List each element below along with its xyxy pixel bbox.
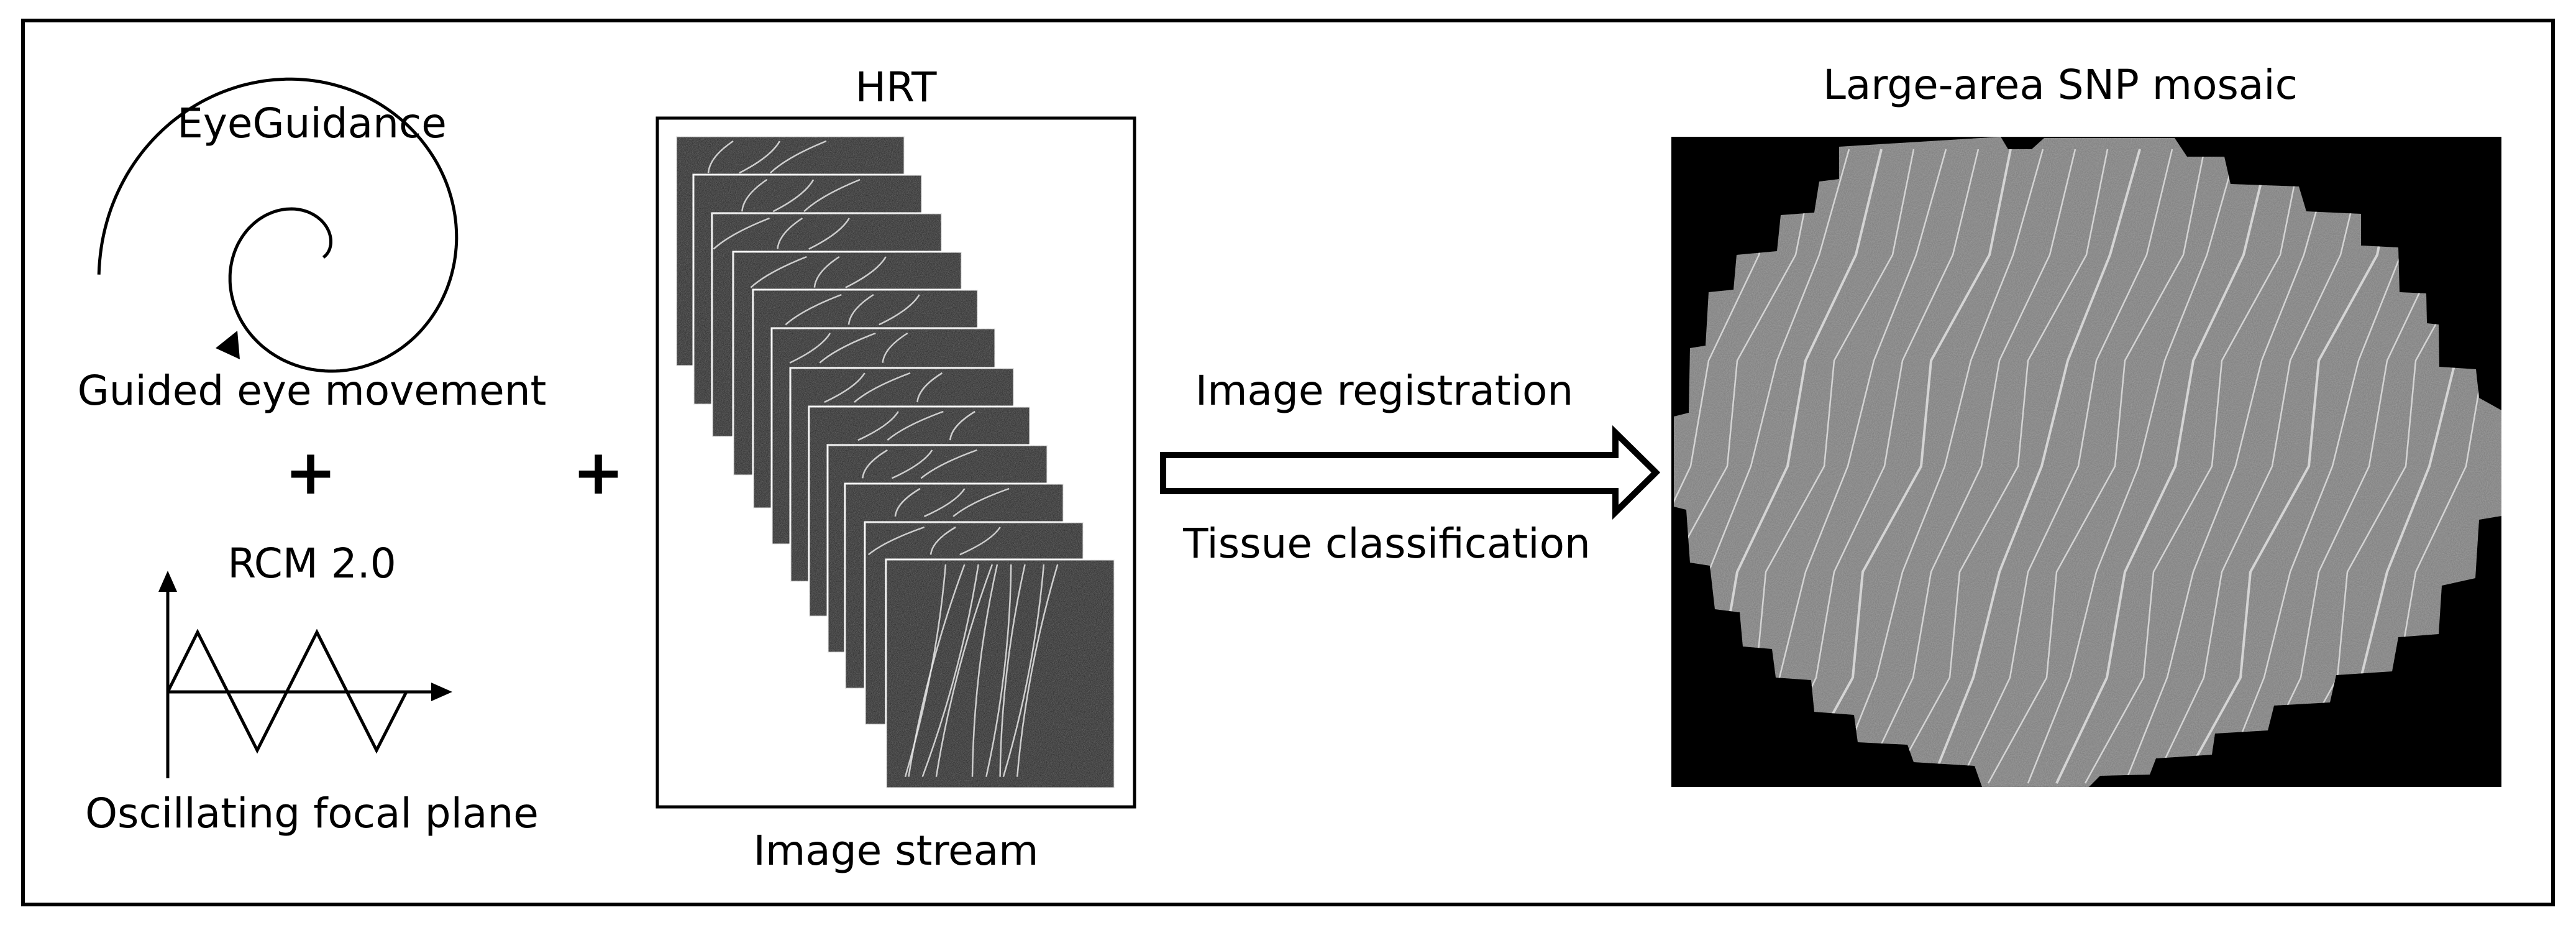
nerve-fiber bbox=[1793, 149, 2012, 784]
nerve-fiber bbox=[929, 526, 956, 555]
nerve-fiber bbox=[2027, 149, 2238, 784]
nerve-fiber bbox=[2181, 149, 2400, 784]
process-arrow bbox=[1160, 425, 1661, 520]
plus-sign-left: + bbox=[285, 436, 337, 509]
plus-sign-middle: + bbox=[572, 436, 624, 509]
nerve-fiber bbox=[772, 179, 815, 213]
vertical-axis-arrowhead bbox=[158, 571, 177, 592]
nerve-fiber bbox=[935, 564, 993, 777]
nerve-fiber bbox=[985, 564, 1012, 777]
nerve-fiber bbox=[879, 294, 920, 326]
image-stream-caption: Image stream bbox=[753, 827, 1039, 875]
nerve-fiber bbox=[920, 449, 977, 479]
nerve-fiber bbox=[867, 526, 925, 556]
nerve-fiber bbox=[923, 488, 966, 517]
image-stream-box bbox=[655, 116, 1136, 809]
nerve-fiber bbox=[999, 564, 1026, 777]
nerve-fiber bbox=[854, 372, 911, 403]
triangle-wave bbox=[166, 628, 408, 754]
nerve-fiber bbox=[891, 449, 933, 479]
nerve-fiber bbox=[862, 449, 888, 479]
nerve-fiber bbox=[845, 256, 887, 288]
nerve-fiber bbox=[2152, 149, 2367, 784]
outer-frame bbox=[21, 19, 2555, 906]
nerve-fiber bbox=[921, 564, 979, 778]
nerve-fiber bbox=[1958, 149, 2173, 784]
nerve-fiber bbox=[713, 217, 770, 250]
nerve-fiber bbox=[1674, 149, 1786, 784]
nerve-fiber bbox=[769, 140, 827, 174]
nerve-fiber bbox=[1987, 149, 2206, 784]
nerve-fiber bbox=[2055, 149, 2270, 784]
nerve-fiber bbox=[808, 218, 850, 250]
nerve-fiber bbox=[887, 410, 944, 441]
nerve-fiber bbox=[949, 410, 975, 441]
nerve-fiber bbox=[813, 255, 840, 288]
nerve-fiber bbox=[971, 564, 998, 777]
nerve-fiber bbox=[707, 140, 734, 173]
eyeguidance-title: EyeGuidance bbox=[177, 99, 447, 147]
nerve-fiber bbox=[1674, 149, 1818, 784]
nerve-fiber bbox=[739, 140, 780, 174]
mosaic-texture bbox=[1674, 137, 2501, 787]
nerve-fiber bbox=[741, 178, 767, 212]
nerve-fiber bbox=[750, 255, 807, 288]
nerve-fiber bbox=[803, 178, 861, 213]
nerve-fiber bbox=[1002, 564, 1045, 777]
nerve-fiber bbox=[916, 372, 943, 403]
image-frame-stack bbox=[675, 135, 1116, 789]
tissue-classification-label: Tissue classification bbox=[1183, 520, 1591, 568]
image-registration-label: Image registration bbox=[1195, 367, 1574, 415]
oscillation-plot-icon bbox=[158, 571, 452, 778]
snp-mosaic-image bbox=[1671, 137, 2501, 787]
nerve-fiber bbox=[952, 487, 1010, 517]
nerve-fiber bbox=[894, 487, 921, 517]
nerve-fiber bbox=[819, 332, 876, 364]
spiral-caption: Guided eye movement bbox=[77, 367, 547, 415]
hrt-title: HRT bbox=[855, 63, 937, 111]
spiral-icon bbox=[97, 77, 459, 373]
nerve-fiber bbox=[824, 372, 866, 403]
rcm-title: RCM 2.0 bbox=[227, 540, 396, 587]
nerve-fiber bbox=[857, 411, 899, 441]
nerve-fiber bbox=[789, 333, 831, 364]
nerve-fiber bbox=[1736, 149, 1947, 784]
nerve-fiber bbox=[847, 293, 874, 325]
nerve-fiber bbox=[1016, 564, 1059, 777]
wave-caption: Oscillating focal plane bbox=[85, 789, 539, 837]
nerve-fiber bbox=[2124, 149, 2335, 784]
nerve-fiber bbox=[1833, 149, 2044, 784]
mosaic-title: Large-area SNP mosaic bbox=[1823, 61, 2298, 109]
nerve-fiber bbox=[1890, 149, 2109, 784]
nerve-fiber bbox=[785, 293, 842, 326]
nerve-fiber bbox=[2084, 149, 2303, 784]
spiral-arrowhead bbox=[216, 331, 240, 359]
horizontal-axis-arrowhead bbox=[431, 683, 452, 701]
nerve-fiber bbox=[959, 527, 1001, 556]
nerve-fiber bbox=[904, 564, 947, 777]
nerve-fiber bbox=[1861, 149, 2076, 784]
nerve-fiber bbox=[882, 332, 908, 363]
nerve-fiber bbox=[777, 217, 803, 249]
nerve-fiber bbox=[1765, 149, 1980, 784]
nerve-fiber bbox=[1930, 149, 2141, 784]
